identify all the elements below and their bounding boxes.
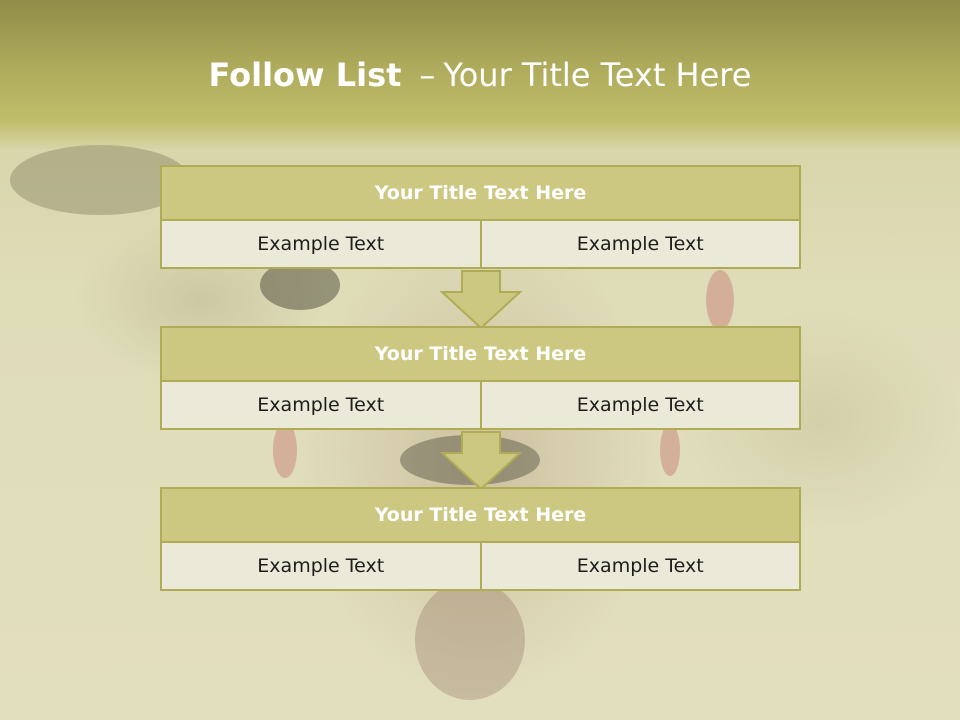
block-cell-left: Example Text: [160, 219, 482, 269]
title-band: [0, 0, 960, 150]
list-block-1: Your Title Text Here Example Text Exampl…: [160, 165, 801, 269]
title-bold: Follow List: [208, 56, 402, 94]
title-rest: Your Title Text Here: [443, 56, 752, 94]
list-block-2: Your Title Text Here Example Text Exampl…: [160, 326, 801, 430]
block-row: Example Text Example Text: [160, 541, 801, 591]
block-title: Your Title Text Here: [160, 487, 801, 543]
title-dash: –: [419, 56, 436, 94]
block-cell-right: Example Text: [479, 541, 801, 591]
block-title: Your Title Text Here: [160, 326, 801, 382]
block-row: Example Text Example Text: [160, 219, 801, 269]
block-row: Example Text Example Text: [160, 380, 801, 430]
block-title: Your Title Text Here: [160, 165, 801, 221]
block-cell-left: Example Text: [160, 380, 482, 430]
list-block-3: Your Title Text Here Example Text Exampl…: [160, 487, 801, 591]
slide-title: Follow List–Your Title Text Here: [0, 55, 960, 95]
block-cell-left: Example Text: [160, 541, 482, 591]
block-cell-right: Example Text: [479, 219, 801, 269]
block-cell-right: Example Text: [479, 380, 801, 430]
down-arrow-icon: [440, 431, 522, 491]
down-arrow-icon: [440, 270, 522, 330]
